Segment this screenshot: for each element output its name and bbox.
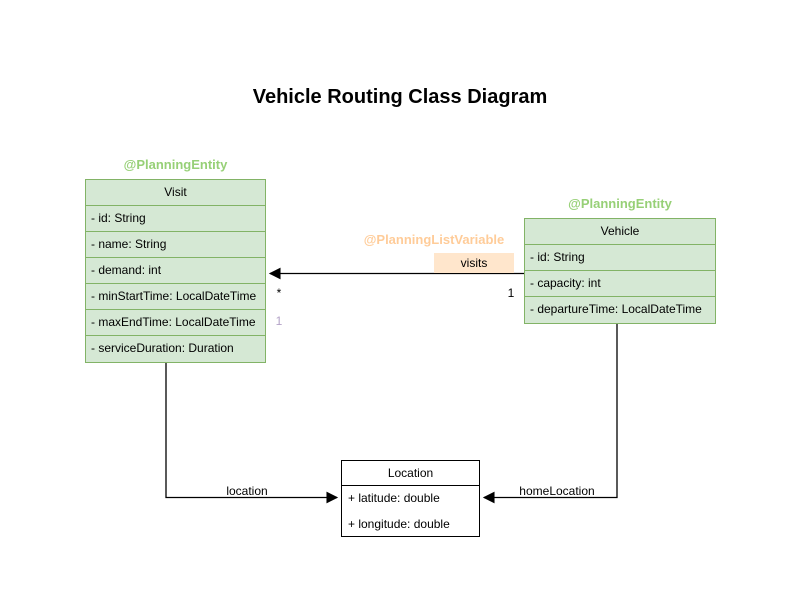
home-location-edge-label[interactable]: homeLocation [519,484,595,498]
vehicle-planning-entity-annotation: @PlanningEntity [568,196,672,211]
visit-planning-entity-annotation: @PlanningEntity [123,157,228,172]
visits-source-multiplicity: 1 [507,286,515,300]
location-class[interactable]: Location + latitude: double + longitude:… [341,460,480,537]
location-edge-label[interactable]: location [226,484,268,498]
vehicle-attribute-departure-time: - departureTime: LocalDateTime [530,302,702,316]
visit-attribute-min-start-time: - minStartTime: LocalDateTime [86,284,265,310]
vehicle-class[interactable]: Vehicle - id: String - capacity: int - d… [524,218,716,324]
visits-target-multiplicity: * [276,286,282,300]
vehicle-attribute-id: - id: String [525,245,715,271]
planning-list-variable-annotation: @PlanningListVariable [363,232,505,247]
visit-class[interactable]: Visit - id: String - name: String - dema… [85,179,266,363]
location-attribute-longitude: + longitude: double [348,517,450,531]
location-class-name: Location [342,461,479,486]
visit-attribute-demand: - demand: int [86,258,265,284]
visit-attribute-service-duration: - serviceDuration: Duration [91,341,234,355]
diagram-title: Vehicle Routing Class Diagram [252,86,548,108]
location-edge[interactable] [165,362,339,504]
visit-attribute-max-end-time: - maxEndTime: LocalDateTime [86,310,265,336]
visit-attribute-id: - id: String [86,206,265,232]
visits-secondary-multiplicity: 1 [275,314,283,328]
location-attribute-latitude: + latitude: double [348,491,440,505]
visit-class-name: Visit [86,180,265,206]
vehicle-class-name: Vehicle [525,219,715,245]
home-location-edge[interactable] [482,323,618,504]
visits-edge-label[interactable]: visits [434,253,514,273]
vehicle-attribute-capacity: - capacity: int [525,271,715,297]
visit-attribute-name: - name: String [86,232,265,258]
